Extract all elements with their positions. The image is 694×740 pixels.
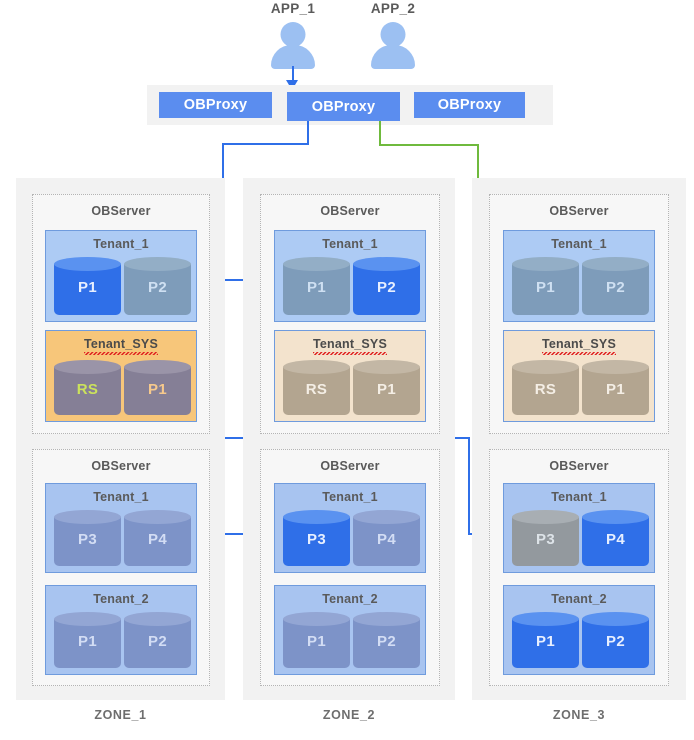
observer-label: OBServer bbox=[320, 204, 380, 218]
partition-label: P2 bbox=[377, 278, 396, 296]
zone3-bottom-t1-p4: P4 bbox=[582, 510, 649, 566]
zone1-top-t1-p2: P2 bbox=[124, 257, 191, 315]
partition-label: P1 bbox=[536, 632, 555, 650]
zone3-bottom-t2-p1: P1 bbox=[512, 612, 579, 668]
partition-label: P3 bbox=[78, 530, 97, 548]
obproxy-3[interactable]: OBProxy bbox=[414, 92, 525, 118]
obproxy-2[interactable]: OBProxy bbox=[287, 92, 400, 121]
partition-label: P2 bbox=[606, 632, 625, 650]
tenant-label: Tenant_1 bbox=[322, 490, 378, 504]
zone2-sys-p1: P1 bbox=[353, 360, 420, 415]
zone2-sys-rs: RS bbox=[283, 360, 350, 415]
observer-label: OBServer bbox=[320, 459, 380, 473]
partition-label: P2 bbox=[606, 278, 625, 296]
tenant-label: Tenant_1 bbox=[93, 490, 149, 504]
zone3-sys-p1: P1 bbox=[582, 360, 649, 415]
partition-label: P1 bbox=[377, 380, 396, 398]
tenant-label: Tenant_1 bbox=[551, 237, 607, 251]
tenant-label: Tenant_1 bbox=[93, 237, 149, 251]
partition-label: P2 bbox=[148, 632, 167, 650]
zone1-sys-rs: RS bbox=[54, 360, 121, 415]
zone1-top-t1-p1: P1 bbox=[54, 257, 121, 315]
tenant-label: Tenant_SYS bbox=[504, 337, 654, 355]
tenant-sys-text: Tenant_SYS bbox=[312, 337, 388, 355]
observer-label: OBServer bbox=[91, 459, 151, 473]
tenant-label: Tenant_2 bbox=[93, 592, 149, 606]
observer-label: OBServer bbox=[549, 459, 609, 473]
partition-label: P1 bbox=[78, 278, 97, 296]
zone1-zone2-replication-line bbox=[200, 279, 280, 281]
proxy-blue-trunk bbox=[307, 121, 309, 144]
zone1-bottom-t2-p1: P1 bbox=[54, 612, 121, 668]
person-icon bbox=[270, 21, 316, 69]
tenant-sys-text: Tenant_SYS bbox=[83, 337, 159, 355]
proxy-green-trunk bbox=[379, 121, 381, 145]
blue-cross-to-zone3-down bbox=[468, 437, 470, 533]
partition-label: P2 bbox=[148, 278, 167, 296]
tenant-label: Tenant_2 bbox=[551, 592, 607, 606]
zone-3-label: ZONE_3 bbox=[552, 708, 606, 722]
partition-label: P1 bbox=[307, 632, 326, 650]
obproxy-3-label: OBProxy bbox=[437, 97, 502, 113]
zone2-top-t1-p1: P1 bbox=[283, 257, 350, 315]
proxy-blue-branch-left bbox=[222, 143, 309, 145]
partition-label: P1 bbox=[606, 380, 625, 398]
proxy-green-branch-right bbox=[379, 144, 478, 146]
zone3-sys-rs: RS bbox=[512, 360, 579, 415]
zone-2-label: ZONE_2 bbox=[322, 708, 376, 722]
partition-label: RS bbox=[534, 380, 557, 398]
app-actor-2: APP_2 bbox=[348, 2, 438, 69]
observer-label: OBServer bbox=[549, 204, 609, 218]
zone1-bottom-t1-p3: P3 bbox=[54, 510, 121, 566]
tenant-label: Tenant_2 bbox=[322, 592, 378, 606]
observer-label: OBServer bbox=[91, 204, 151, 218]
zone2-bottom-t1-p4: P4 bbox=[353, 510, 420, 566]
app-1-label: APP_1 bbox=[270, 1, 316, 16]
app1-to-proxy-line bbox=[292, 66, 294, 83]
obproxy-2-label: OBProxy bbox=[311, 98, 376, 115]
partition-label: P3 bbox=[536, 530, 555, 548]
tenant-label: Tenant_1 bbox=[551, 490, 607, 504]
partition-label: P1 bbox=[536, 278, 555, 296]
zone1-bottom-t2-p2: P2 bbox=[124, 612, 191, 668]
zone2-bottom-t2-p1: P1 bbox=[283, 612, 350, 668]
app-actor-1: APP_1 bbox=[248, 2, 338, 69]
zone1-bottom-t1-p4: P4 bbox=[124, 510, 191, 566]
obproxy-1[interactable]: OBProxy bbox=[159, 92, 272, 118]
app-2-label: APP_2 bbox=[370, 1, 416, 16]
zone3-top-t1-p1: P1 bbox=[512, 257, 579, 315]
zone-1-label: ZONE_1 bbox=[94, 708, 147, 722]
partition-label: RS bbox=[76, 380, 99, 398]
partition-label: P4 bbox=[148, 530, 167, 548]
zone2-top-t1-p2: P2 bbox=[353, 257, 420, 315]
zone1-sys-p1: P1 bbox=[124, 360, 191, 415]
obproxy-1-label: OBProxy bbox=[183, 97, 248, 113]
tenant-label: Tenant_SYS bbox=[46, 337, 196, 355]
partition-label: RS bbox=[305, 380, 328, 398]
partition-label: P4 bbox=[377, 530, 396, 548]
tenant-label: Tenant_1 bbox=[322, 237, 378, 251]
zone3-top-t1-p2: P2 bbox=[582, 257, 649, 315]
tenant-label: Tenant_SYS bbox=[275, 337, 425, 355]
zone2-bottom-t1-p3: P3 bbox=[283, 510, 350, 566]
zone3-bottom-t1-p3: P3 bbox=[512, 510, 579, 566]
partition-label: P1 bbox=[148, 380, 167, 398]
partition-label: P3 bbox=[307, 530, 326, 548]
tenant-sys-text: Tenant_SYS bbox=[541, 337, 617, 355]
zone2-bottom-t2-p2: P2 bbox=[353, 612, 420, 668]
person-icon bbox=[370, 21, 416, 69]
partition-label: P1 bbox=[78, 632, 97, 650]
partition-label: P1 bbox=[307, 278, 326, 296]
partition-label: P4 bbox=[606, 530, 625, 548]
zone3-bottom-t2-p2: P2 bbox=[582, 612, 649, 668]
partition-label: P2 bbox=[377, 632, 396, 650]
